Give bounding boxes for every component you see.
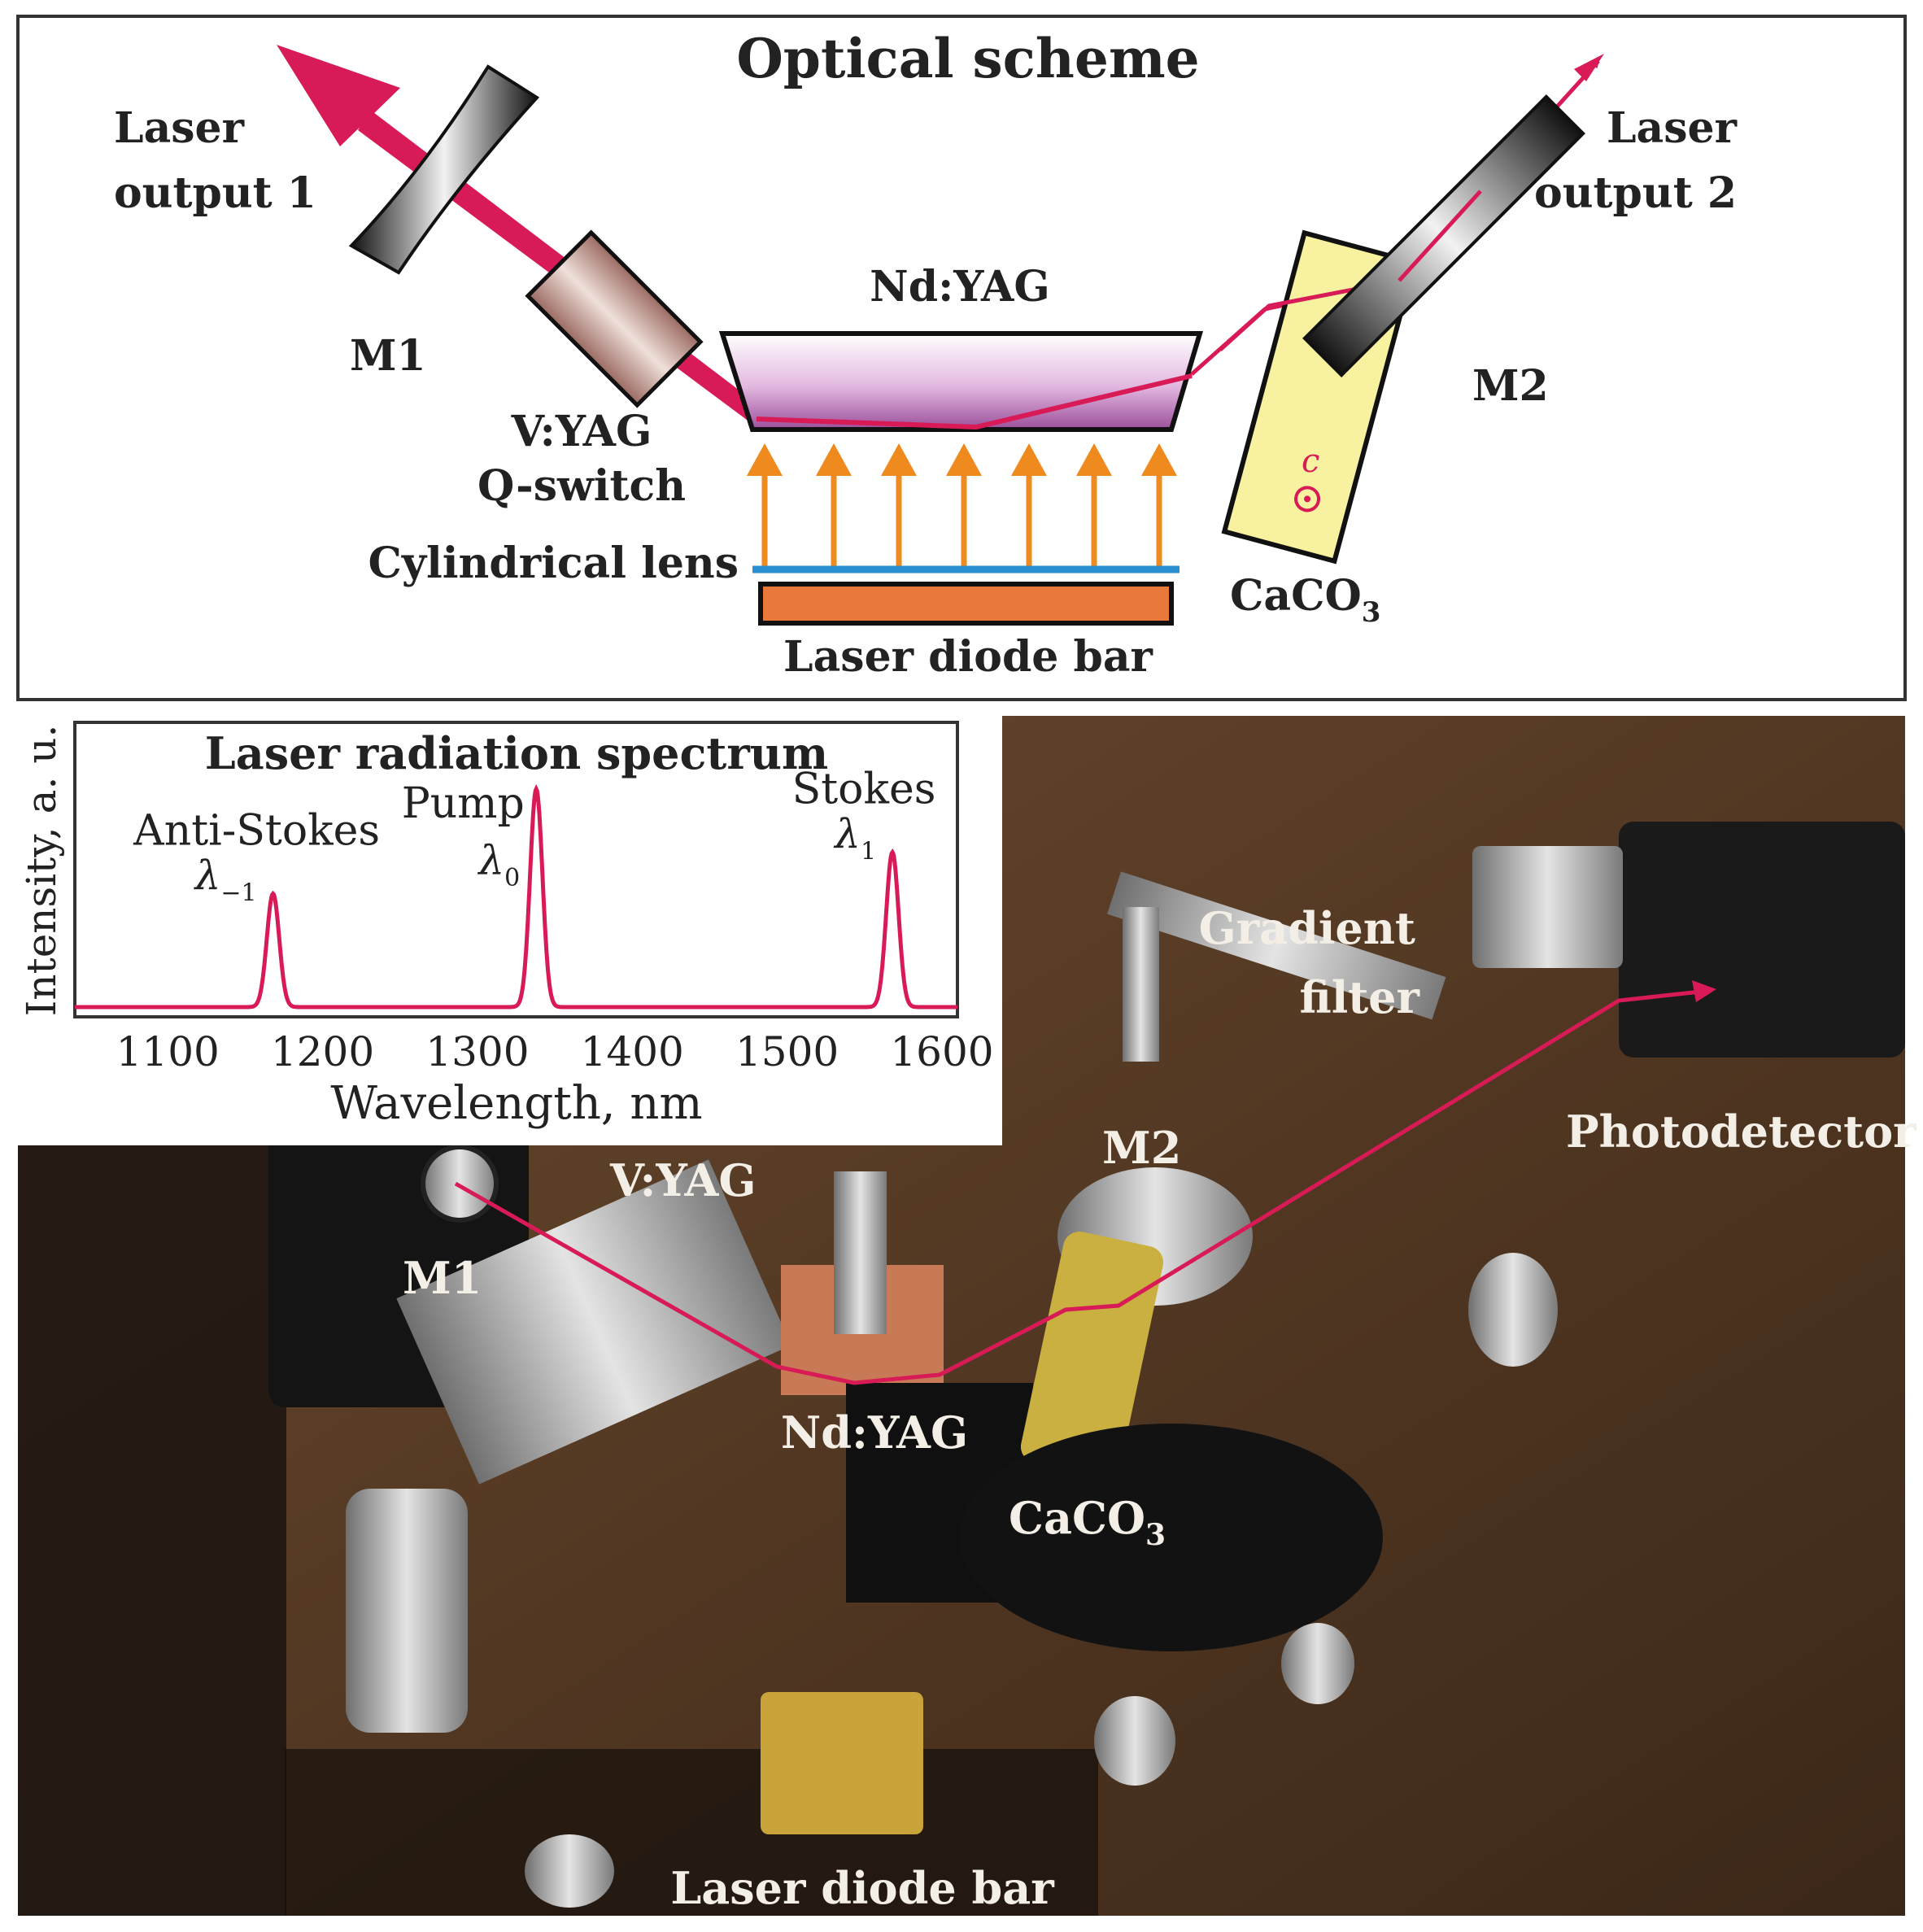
label-nd-yag: Nd:YAG — [870, 262, 1050, 312]
photo-beam-path — [454, 988, 1709, 1385]
chart-xticks: 1100 1200 1300 1400 1500 1600 — [116, 1028, 994, 1075]
post-bottom-left — [525, 1834, 614, 1908]
photo-label-photodetector: Photodetector — [1566, 1106, 1916, 1158]
peak-name-label: Anti-Stokes — [133, 807, 380, 856]
pump-arrow — [946, 443, 982, 569]
gradient-filter-frame — [1107, 871, 1446, 1020]
photo-label-gradient-filter-1: Gradient — [1199, 902, 1415, 954]
label-m1: M1 — [350, 331, 426, 381]
label-laser-diode-bar: Laser diode bar — [783, 632, 1153, 682]
label-vyag: V:YAG — [511, 407, 652, 456]
pump-arrow — [816, 443, 852, 569]
knob-right — [1468, 1253, 1558, 1367]
spectrum-line — [75, 783, 957, 1010]
chart-ylabel: Intensity, a. u. — [18, 725, 65, 1017]
post-left — [346, 1489, 468, 1733]
detector-mount — [1472, 846, 1623, 968]
mirror-m1 — [348, 64, 540, 275]
photo-label-m1: M1 — [403, 1252, 482, 1304]
c-axis-dot — [1304, 495, 1311, 503]
beam-over-m2 — [1398, 190, 1482, 282]
pump-arrow — [747, 443, 783, 569]
label-laser-output-2-line2: output 2 — [1534, 168, 1737, 218]
beam-output-1-arrowhead — [277, 45, 400, 146]
peak-name-label: Pump — [402, 779, 525, 828]
peak-wavelength-symbol: λ0 — [477, 837, 520, 892]
x-tick-label: 1400 — [581, 1028, 684, 1075]
label-laser-output-2-line1: Laser — [1607, 103, 1738, 153]
peak-symbol-subscript: 1 — [861, 838, 876, 866]
x-tick-label: 1100 — [116, 1028, 220, 1075]
label-qswitch: Q-switch — [477, 461, 686, 511]
mirror-m2 — [1302, 94, 1585, 377]
x-tick-label: 1300 — [425, 1028, 529, 1075]
x-tick-label: 1200 — [271, 1028, 374, 1075]
metal-plate — [396, 1159, 791, 1485]
caco3-in-photo — [1020, 1231, 1164, 1478]
x-tick-label: 1500 — [735, 1028, 839, 1075]
photo-caco3-subscript: 3 — [1145, 1518, 1166, 1552]
pump-arrow — [1141, 443, 1177, 569]
label-c-axis: c — [1302, 443, 1319, 480]
photo-label-gradient-filter-2: filter — [1299, 971, 1419, 1023]
photo-label-m2: M2 — [1102, 1122, 1181, 1174]
pump-arrow — [1011, 443, 1047, 569]
photo-label-laser-diode-bar: Laser diode bar — [670, 1862, 1054, 1914]
label-caco3: CaCO3 — [1230, 571, 1380, 629]
gradient-filter-post — [1123, 907, 1159, 1062]
label-cylindrical-lens: Cylindrical lens — [368, 539, 739, 588]
peak-wavelength-symbol: λ−1 — [194, 853, 257, 908]
optical-scheme-panel: Optical scheme — [16, 15, 1907, 701]
nd-yag-crystal — [718, 331, 1204, 432]
chart-xlabel: Wavelength, nm — [330, 1077, 702, 1130]
peak-symbol-main: λ — [477, 837, 504, 884]
peak-name-label: Stokes — [792, 765, 936, 814]
caco3-subscript: 3 — [1362, 596, 1381, 629]
chart-plot-frame — [73, 721, 959, 1018]
photo-label-nd-yag: Nd:YAG — [781, 1406, 968, 1459]
beam-over-crystal — [756, 373, 1193, 430]
peak-wavelength-symbol: λ1 — [833, 811, 876, 866]
pump-arrow — [881, 443, 917, 569]
photo-label-caco3: CaCO3 — [1009, 1492, 1166, 1552]
knob-lower-right — [1281, 1623, 1354, 1704]
peak-symbol-subscript: −1 — [220, 879, 256, 908]
rotation-stage — [960, 1424, 1383, 1651]
beam-output-2-arrowhead — [1574, 54, 1604, 81]
peak-symbol-main: λ — [194, 853, 221, 900]
dark-foreground-left — [18, 1139, 286, 1916]
pump-arrow — [1076, 443, 1112, 569]
pump-arrows — [747, 443, 1177, 569]
chart-title: Laser radiation spectrum — [205, 727, 828, 779]
photo-caco3-main: CaCO — [1009, 1492, 1145, 1544]
c-axis-marker — [1294, 486, 1321, 512]
label-laser-output-1-line1: Laser — [114, 103, 245, 153]
spectrum-inset: Laser radiation spectrum Intensity, a. u… — [0, 706, 1002, 1145]
detector-housing — [1619, 822, 1905, 1058]
laser-diode-bar-block — [758, 582, 1174, 626]
x-tick-label: 1600 — [890, 1028, 993, 1075]
photo-beam-arrowhead — [1692, 980, 1716, 1002]
peak-symbol-main: λ — [833, 811, 861, 858]
scheme-title: Optical scheme — [736, 27, 1199, 90]
peak-symbol-subscript: 0 — [504, 864, 520, 892]
nd-yag-holder — [834, 1171, 887, 1334]
knob-bottom — [1094, 1696, 1175, 1786]
label-m2: M2 — [1472, 361, 1549, 411]
caco3-main: CaCO — [1230, 571, 1362, 621]
photo-label-vyag: V:YAG — [609, 1154, 757, 1206]
vyag-crystal — [525, 229, 704, 408]
label-laser-output-1-line2: output 1 — [114, 168, 316, 218]
dark-foreground-bottom — [285, 1749, 1098, 1916]
diode-bar-module — [761, 1692, 923, 1834]
